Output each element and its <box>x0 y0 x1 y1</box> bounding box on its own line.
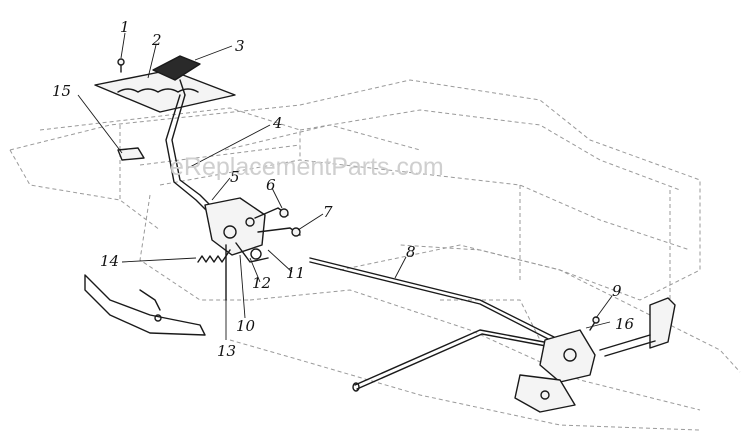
callout-10: 10 <box>236 317 256 335</box>
callout-12: 12 <box>252 274 271 292</box>
screw <box>117 58 125 73</box>
watermark-text: eReplacementParts.com <box>170 153 444 181</box>
rod-bracket <box>117 147 145 161</box>
shift-lever-rod <box>165 94 211 211</box>
callout-1: 1 <box>120 18 130 36</box>
callout-8: 8 <box>406 243 416 261</box>
tractor-body-outline <box>9 79 741 431</box>
handle-grip <box>152 55 201 96</box>
callout-7: 7 <box>323 203 333 221</box>
callout-9: 9 <box>612 282 622 300</box>
callout-2: 2 <box>151 31 162 49</box>
callout-13: 13 <box>217 342 236 360</box>
right-mount-assembly <box>514 297 676 413</box>
leader-lines <box>77 32 613 340</box>
callout-14: 14 <box>100 252 119 270</box>
callout-11: 11 <box>286 264 305 282</box>
callout-4: 4 <box>272 114 283 132</box>
pivot-linkage <box>204 197 301 263</box>
control-rod <box>309 257 563 392</box>
callout-5: 5 <box>230 168 240 186</box>
shift-plate <box>94 69 236 113</box>
callout-16: 16 <box>615 315 635 333</box>
callout-6: 6 <box>266 176 276 194</box>
lower-mount-bracket <box>84 274 206 336</box>
spring <box>197 249 231 263</box>
callout-15: 15 <box>52 82 71 100</box>
callout-3: 3 <box>235 37 245 55</box>
